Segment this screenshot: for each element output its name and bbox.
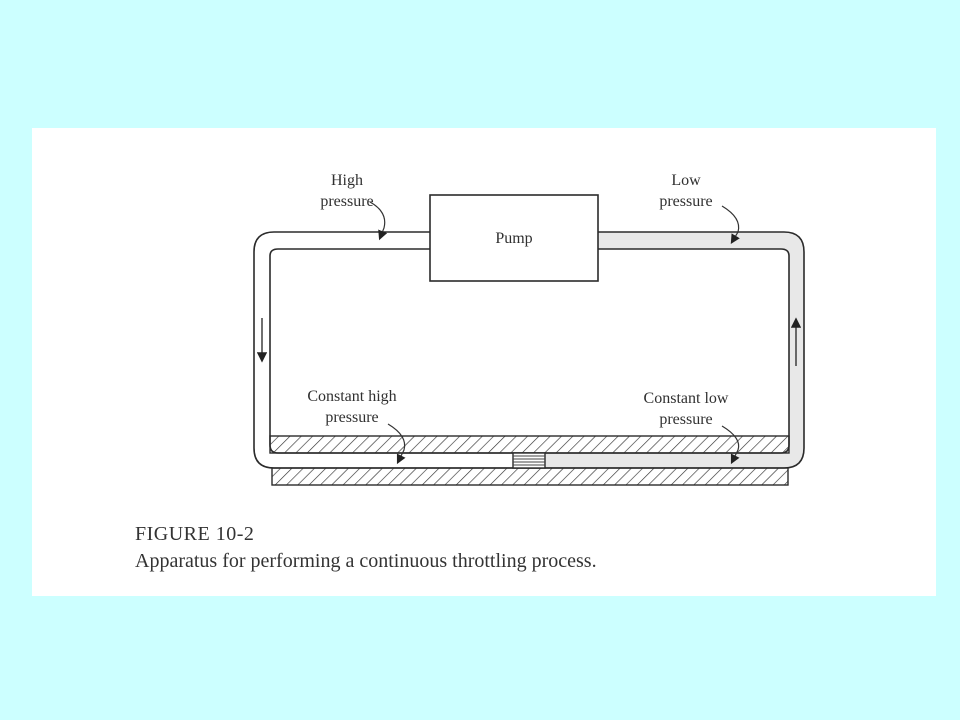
constant-low-pressure-label: Constant low pressure — [643, 390, 729, 428]
base-lower-band — [271, 467, 789, 486]
leader-constant-high — [387, 423, 406, 465]
leader-low-pressure — [721, 205, 740, 245]
pump-box — [429, 194, 599, 282]
leader-high-pressure — [369, 201, 388, 241]
figure-number: FIGURE 10-2 — [135, 523, 255, 545]
figure-card: High pressure Low pressure Pump Constant… — [32, 128, 936, 596]
figure-caption: Apparatus for performing a continuous th… — [135, 550, 597, 572]
low-pressure-label: Low pressure — [659, 172, 713, 210]
throttle-plug — [512, 452, 546, 469]
constant-high-pressure-label: Constant high pressure — [307, 388, 397, 426]
throttling-apparatus-diagram — [253, 194, 805, 486]
porous-plug-upper-band — [269, 435, 790, 454]
leader-constant-low — [721, 425, 740, 465]
high-pressure-label: High pressure — [320, 172, 374, 210]
pump-label: Pump — [495, 230, 533, 247]
